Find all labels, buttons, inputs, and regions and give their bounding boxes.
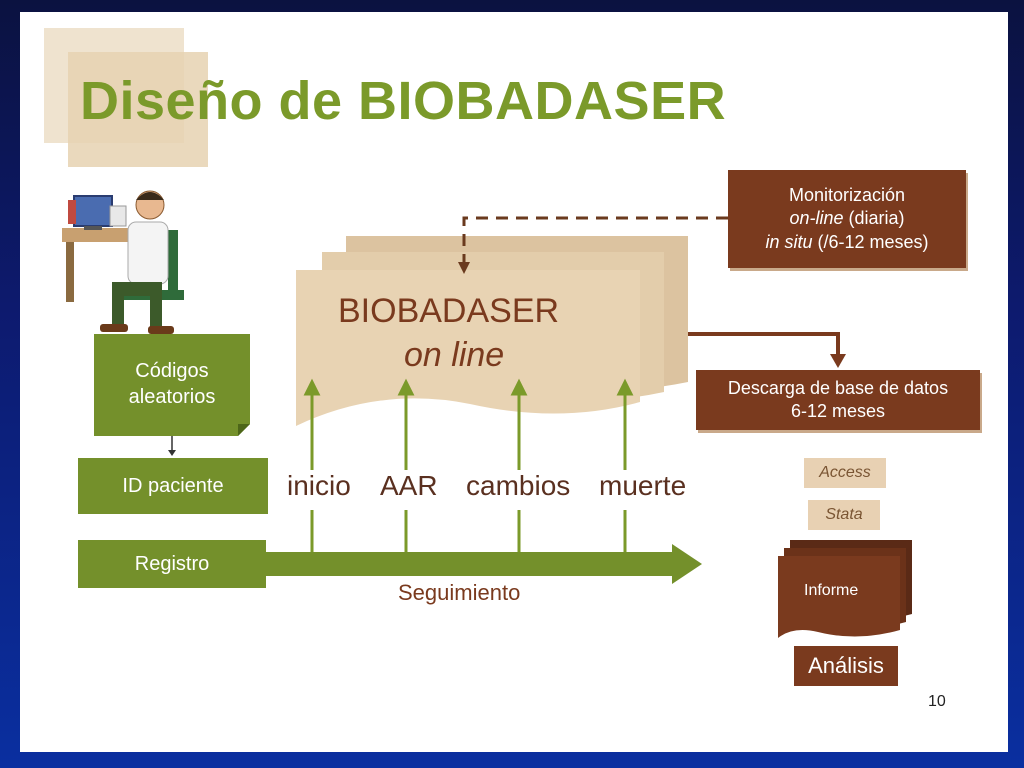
id-paciente-label: ID paciente <box>122 474 224 497</box>
event-aar: AAR <box>380 470 438 501</box>
event-muerte: muerte <box>599 470 687 501</box>
event-arrows <box>303 378 634 556</box>
access-label: Access <box>804 458 886 488</box>
biobadaser-document-stack <box>296 236 688 426</box>
monitor-line2-italic: on-line <box>789 208 844 229</box>
monitor-line3: in situ (/6-12 meses) <box>765 231 928 254</box>
informe-label: Informe <box>804 582 859 599</box>
slide-title: Diseño de BIOBADASER <box>80 71 727 131</box>
seguimiento-label: Seguimiento <box>398 580 521 605</box>
event-inicio: inicio <box>287 470 351 501</box>
analisis-label: Análisis <box>808 652 884 678</box>
stata-label: Stata <box>808 500 880 530</box>
codigos-box-fold <box>238 424 250 436</box>
codigos-box <box>94 334 250 436</box>
informe-document-stack <box>778 540 912 638</box>
registro-box: Registro <box>78 540 266 588</box>
descarga-arrowhead <box>830 354 846 368</box>
biobadaser-subtitle: on line <box>404 336 505 374</box>
biobadaser-title: BIOBADASER <box>338 292 560 330</box>
id-paciente-box: ID paciente <box>78 458 268 514</box>
monitor-dashed-line <box>462 216 728 262</box>
page-number: 10 <box>928 693 946 710</box>
title-decoration-square-2 <box>68 52 208 167</box>
monitor-line3-rest: (/6-12 meses) <box>812 231 929 252</box>
descarga-arrow <box>688 332 840 358</box>
monitor-line3-italic: in situ <box>765 231 813 252</box>
monitor-line2-rest: (diaria) <box>843 208 905 229</box>
monitor-line2: on-line (diaria) <box>789 207 904 230</box>
seguimiento-arrow <box>266 544 702 584</box>
codigos-line1: Códigos <box>135 360 209 382</box>
registro-label: Registro <box>134 552 210 575</box>
codigos-aleatorios-label: Códigos aleatorios <box>94 334 250 434</box>
analisis-box: Análisis <box>794 646 898 686</box>
doctor-illustration <box>62 190 184 334</box>
event-cambios: cambios <box>466 470 571 501</box>
monitor-dashed-arrowhead <box>458 262 470 274</box>
descarga-line2: 6-12 meses <box>790 401 886 421</box>
monitorizacion-box: Monitorización on-line (diaria) in situ … <box>728 170 966 268</box>
descarga-line1: Descarga de base de datos <box>727 377 949 398</box>
monitor-line1: Monitorización <box>788 184 906 205</box>
descarga-box: Descarga de base de datos 6-12 meses <box>696 370 980 430</box>
codigos-line2: aleatorios <box>128 386 216 408</box>
